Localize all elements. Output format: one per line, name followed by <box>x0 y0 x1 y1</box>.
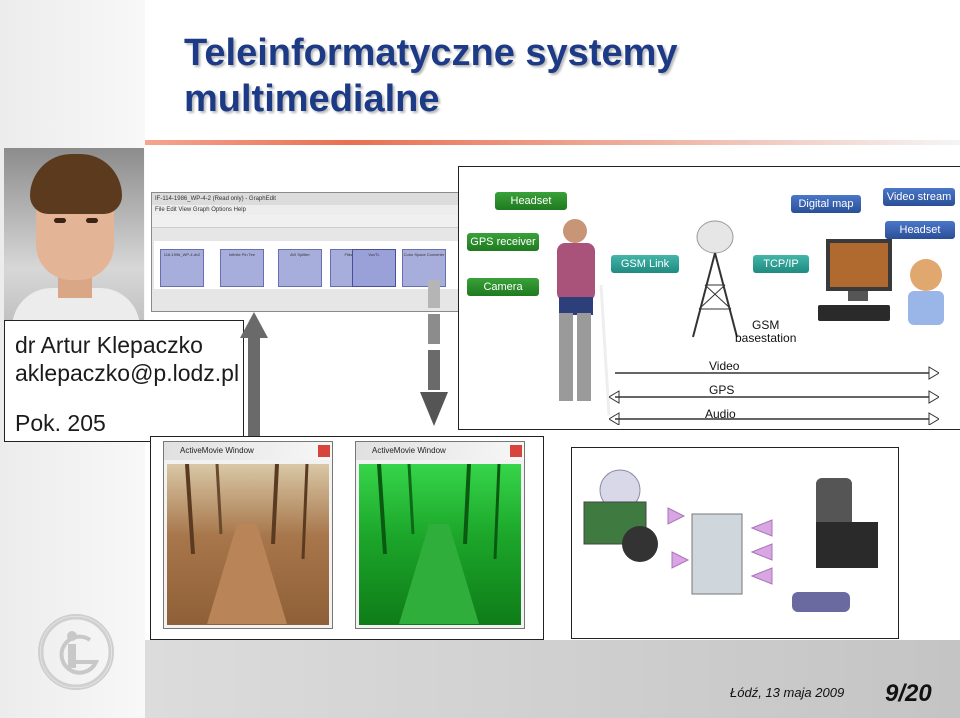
signal-arrows <box>609 366 939 425</box>
video-comparison-panel: ActiveMovie Window ActiveMovie Window <box>150 436 544 640</box>
person-icon <box>557 219 611 415</box>
contact-email[interactable]: aklepaczko@p.lodz.pl <box>15 360 240 386</box>
gsm-tower-icon <box>692 220 738 338</box>
contact-box: dr Artur Klepaczko aklepaczko@p.lodz.pl … <box>4 320 244 442</box>
headset-right-label: Headset <box>885 221 955 239</box>
graphedit-menubar: File Edit View Graph Options Help <box>152 205 464 215</box>
gsm-basestation-label: GSM basestation <box>735 318 797 345</box>
window-title-left: ActiveMovie Window <box>164 442 332 460</box>
page-number: 9/20 <box>885 680 932 707</box>
server-icon <box>691 513 743 595</box>
filter-graph-canvas: 116-1996_WP-4.dv2 Infinite Pin Tee AVI S… <box>154 241 462 289</box>
window-title-right: ActiveMovie Window <box>356 442 524 460</box>
title-line-2: multimedialne <box>184 78 440 120</box>
gps-receiver-label: GPS receiver <box>467 233 539 251</box>
video-signal-label: Video <box>709 359 740 373</box>
contact-name: dr Artur Klepaczko <box>15 332 203 358</box>
mobile-phone-icon <box>792 592 850 612</box>
headset-label: Headset <box>495 192 567 210</box>
mp3-player-icon <box>816 478 852 534</box>
audio-signal-label: Audio <box>705 407 736 421</box>
tcp-ip-label: TCP/IP <box>753 255 809 273</box>
camera-label: Camera <box>467 278 539 296</box>
video-stream-label: Video stream <box>883 188 955 206</box>
title-underline <box>145 140 960 145</box>
author-photo <box>4 148 144 320</box>
graphedit-toolbar <box>152 215 464 228</box>
graphedit-window: IF-114-1986_WP-4-2 (Read only) - GraphEd… <box>151 192 465 312</box>
forest-filtered-image <box>359 463 521 625</box>
gps-signal-label: GPS <box>709 383 735 397</box>
contact-room: Pok. 205 <box>15 410 106 436</box>
filter-block: 116-1996_WP-4.dv2 <box>160 249 204 287</box>
computer-workstation-icon <box>818 239 944 325</box>
film-reel-icon <box>622 526 658 562</box>
footer-date: Łódź, 13 maja 2009 <box>730 685 845 700</box>
forest-original-image <box>167 463 329 625</box>
filter-block: VoxTL <box>352 249 396 287</box>
filter-block: Infinite Pin Tee <box>220 249 264 287</box>
filter-block: AVI Splitter <box>278 249 322 287</box>
close-icon[interactable] <box>318 445 330 457</box>
university-logo-icon <box>38 614 114 690</box>
media-distribution-panel <box>571 447 899 639</box>
slide-title: Teleinformatyczne systemy multimedialne <box>184 30 884 122</box>
footer-band <box>145 640 960 718</box>
graphedit-titlebar: IF-114-1986_WP-4-2 (Read only) - GraphEd… <box>152 193 464 205</box>
gsm-link-label: GSM Link <box>611 255 679 273</box>
digital-map-label: Digital map <box>791 195 861 213</box>
up-arrow-icon <box>240 312 268 460</box>
title-line-1: Teleinformatyczne systemy <box>184 32 678 74</box>
telemetry-diagram: Headset GPS receiver Camera GSM Link TCP… <box>458 166 960 430</box>
activemovie-window-right: ActiveMovie Window <box>355 441 525 629</box>
close-icon[interactable] <box>510 445 522 457</box>
laptop-icon <box>816 522 878 568</box>
activemovie-window-left: ActiveMovie Window <box>163 441 333 629</box>
down-arrow-icon <box>420 280 448 426</box>
